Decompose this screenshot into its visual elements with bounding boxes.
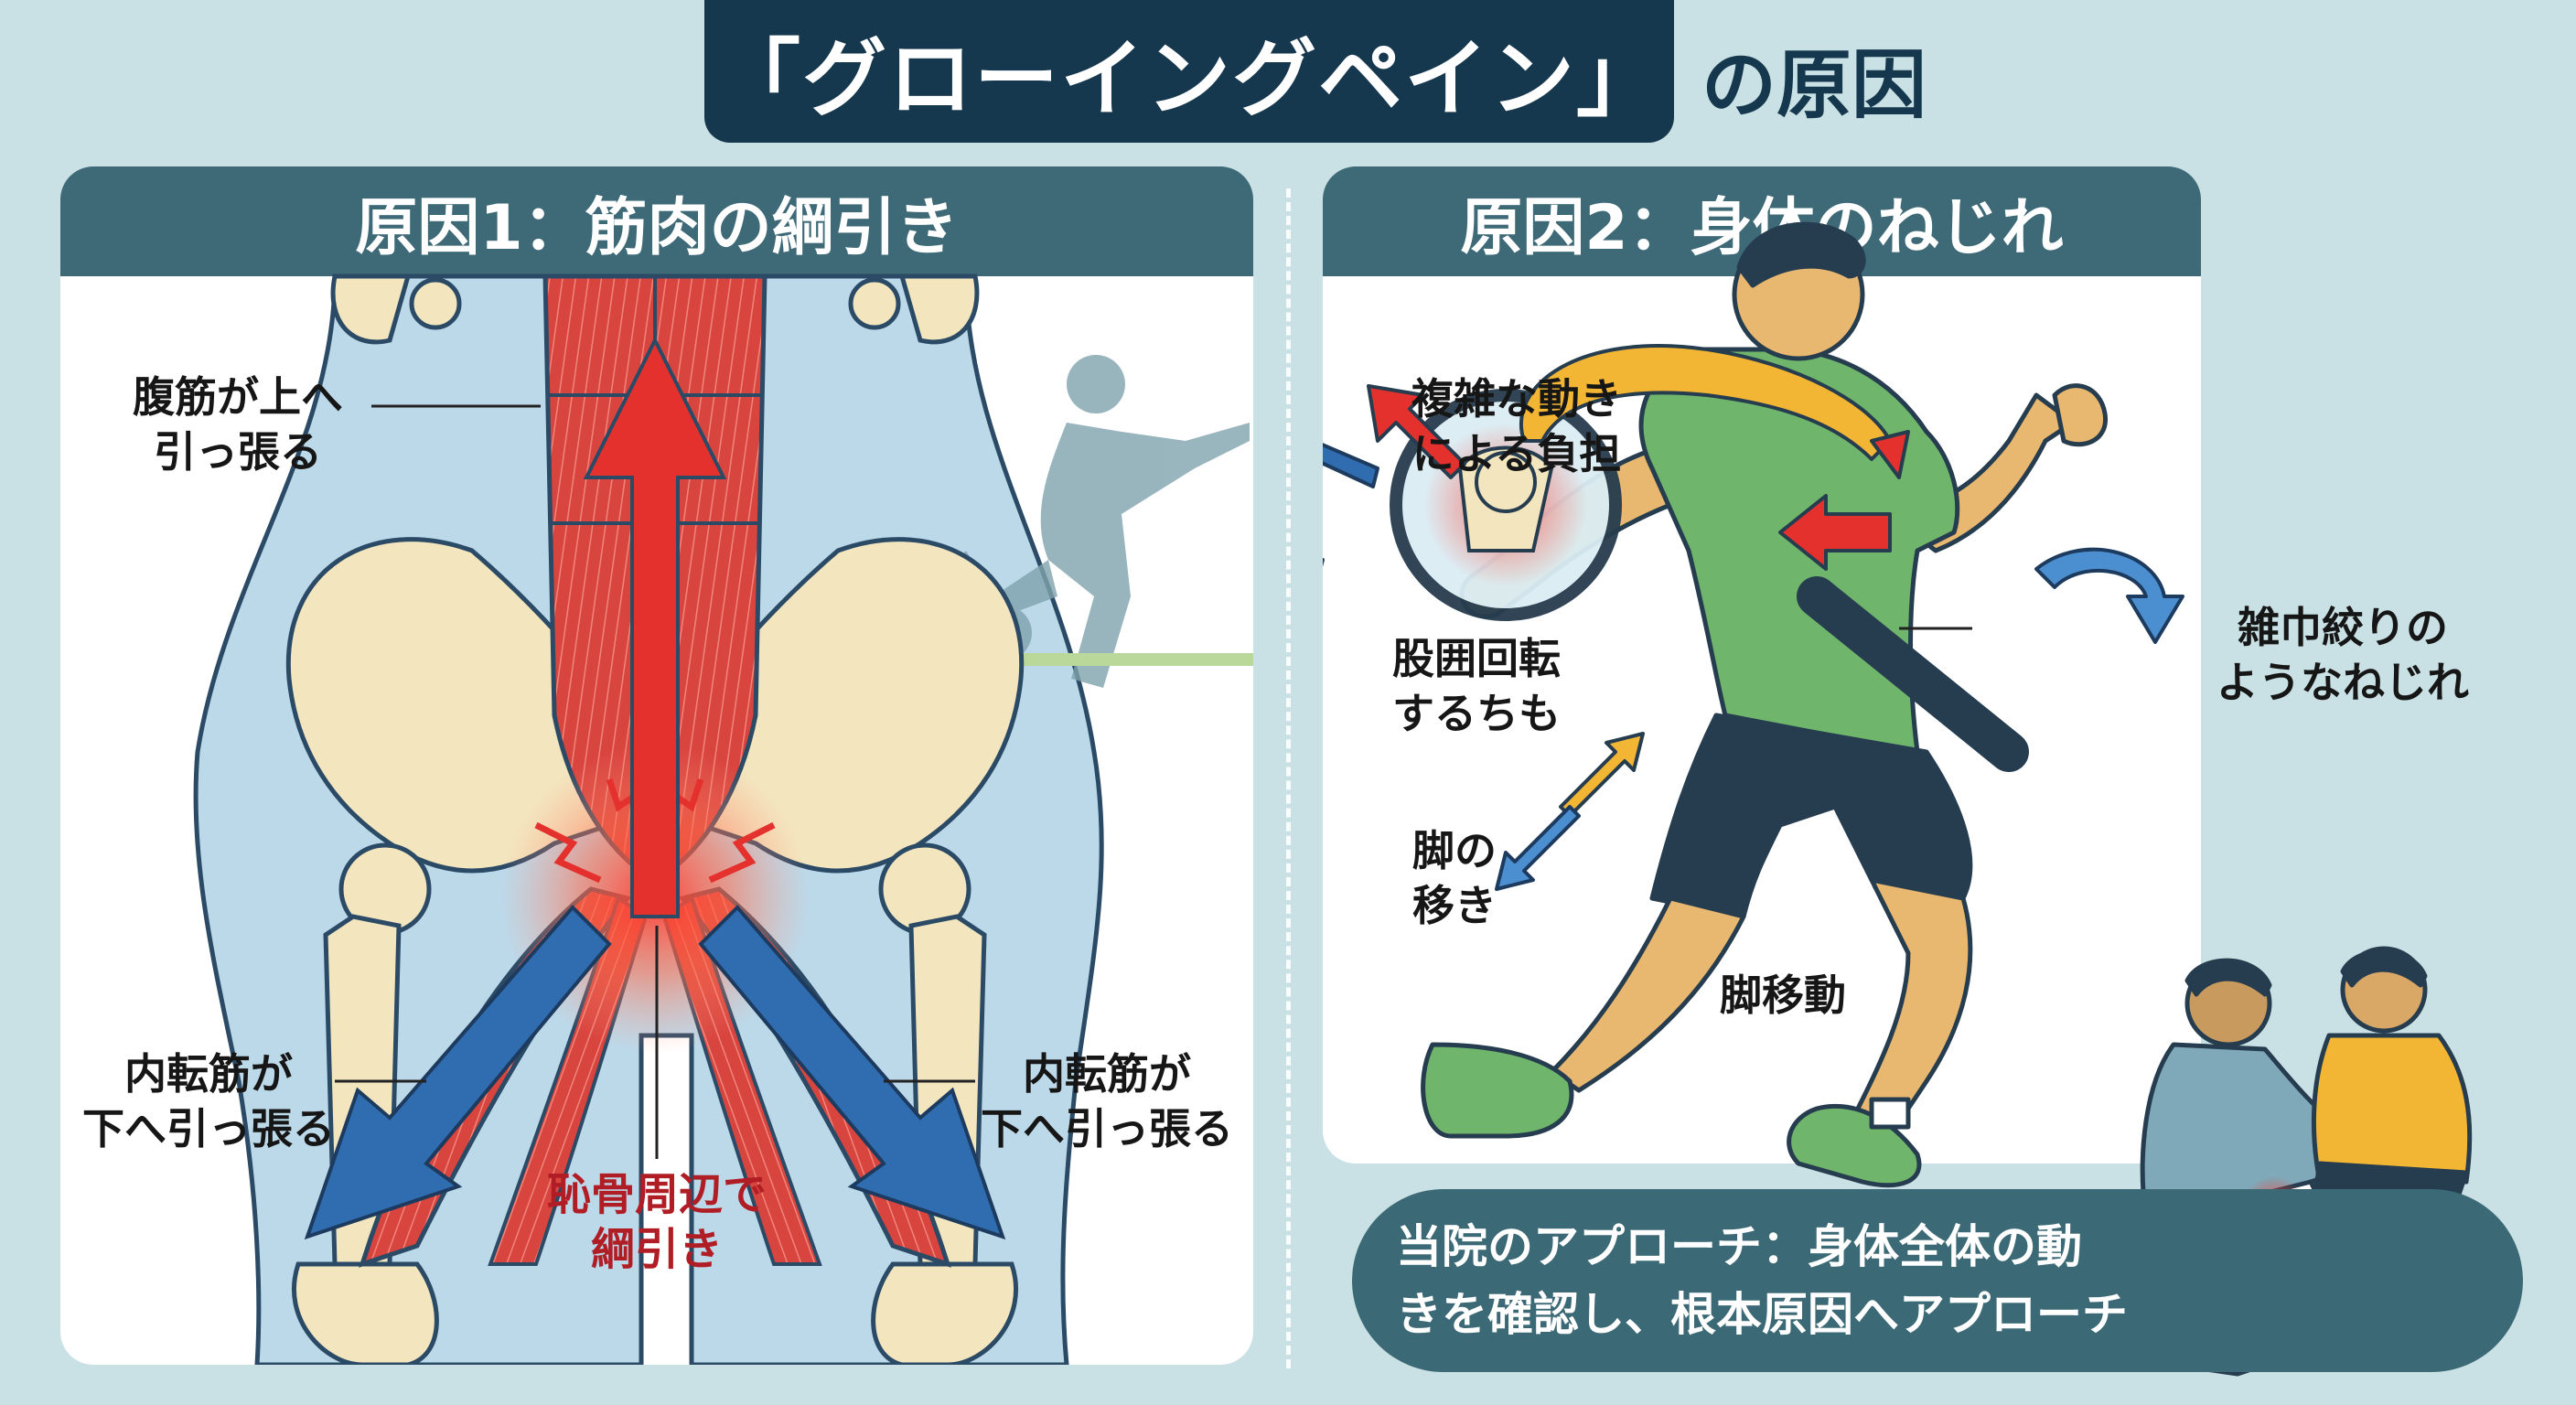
arrow-leg-move [1559,732,1645,818]
approach-banner: 当院のアプローチ：身体全体の動 きを確認し、根本原因へアプローチ [1352,1189,2523,1372]
arrow-blue-curve [2034,547,2184,644]
arrow-blue-left [1323,443,1379,488]
motion-arrows [1323,344,2184,891]
leader-lines [335,404,975,1159]
label-pubic-tug: 恥骨周辺で 綱引き [546,1169,767,1275]
arrow-red-diagonal [1367,384,1466,479]
arrow-down-left-blue [304,905,612,1240]
label-leg-movement: 脚移動 [1720,971,1846,1020]
arrow-red-right [1870,430,1910,479]
panel-divider [1286,188,1291,1368]
title-banner: 「グローイングペイン」 [704,0,1674,143]
label-adductor-left: 内転筋が 下へ引っ張る [82,1049,335,1153]
rib-bones [330,273,980,345]
page-title: 「グローイングペイン」 [715,29,1662,128]
runner-back-shoe [1421,1042,1574,1139]
label-towel-twist: 雑巾絞りの ようなねじれ [2216,603,2469,707]
label-complex-motion: 複雑な動き による負担 [1411,374,1622,478]
label-leg-move-short: 脚の 移き [1412,826,1497,930]
label-adductor-right: 内転筋が 下へ引っ張る [981,1049,1233,1153]
runner-fist [2052,383,2108,447]
cause1-header: 原因1：筋肉の綱引き [60,166,1253,276]
label-abdominal: 腹筋が上へ 引っ張る [133,372,343,477]
runner-shorts [1649,713,1973,919]
cause1-panel: 原因1：筋肉の綱引き [60,166,1253,1365]
label-hip-rotation: 股囲回転 するちも [1392,634,1561,738]
grass-line [966,653,1253,666]
title-suffix: の原因 [1701,41,1927,129]
arrow-red-left [1778,494,1892,571]
arrow-down-right-blue [698,905,1006,1240]
arrow-up-red [583,336,727,918]
runner-back-leg [1549,896,1746,1093]
patient-shirt [2311,1033,2473,1185]
cause2-header: 原因2：身体のねじれ [1323,166,2201,276]
pelvis-illustration [193,273,1253,1365]
arrow-leg-move-blue [1495,805,1581,891]
